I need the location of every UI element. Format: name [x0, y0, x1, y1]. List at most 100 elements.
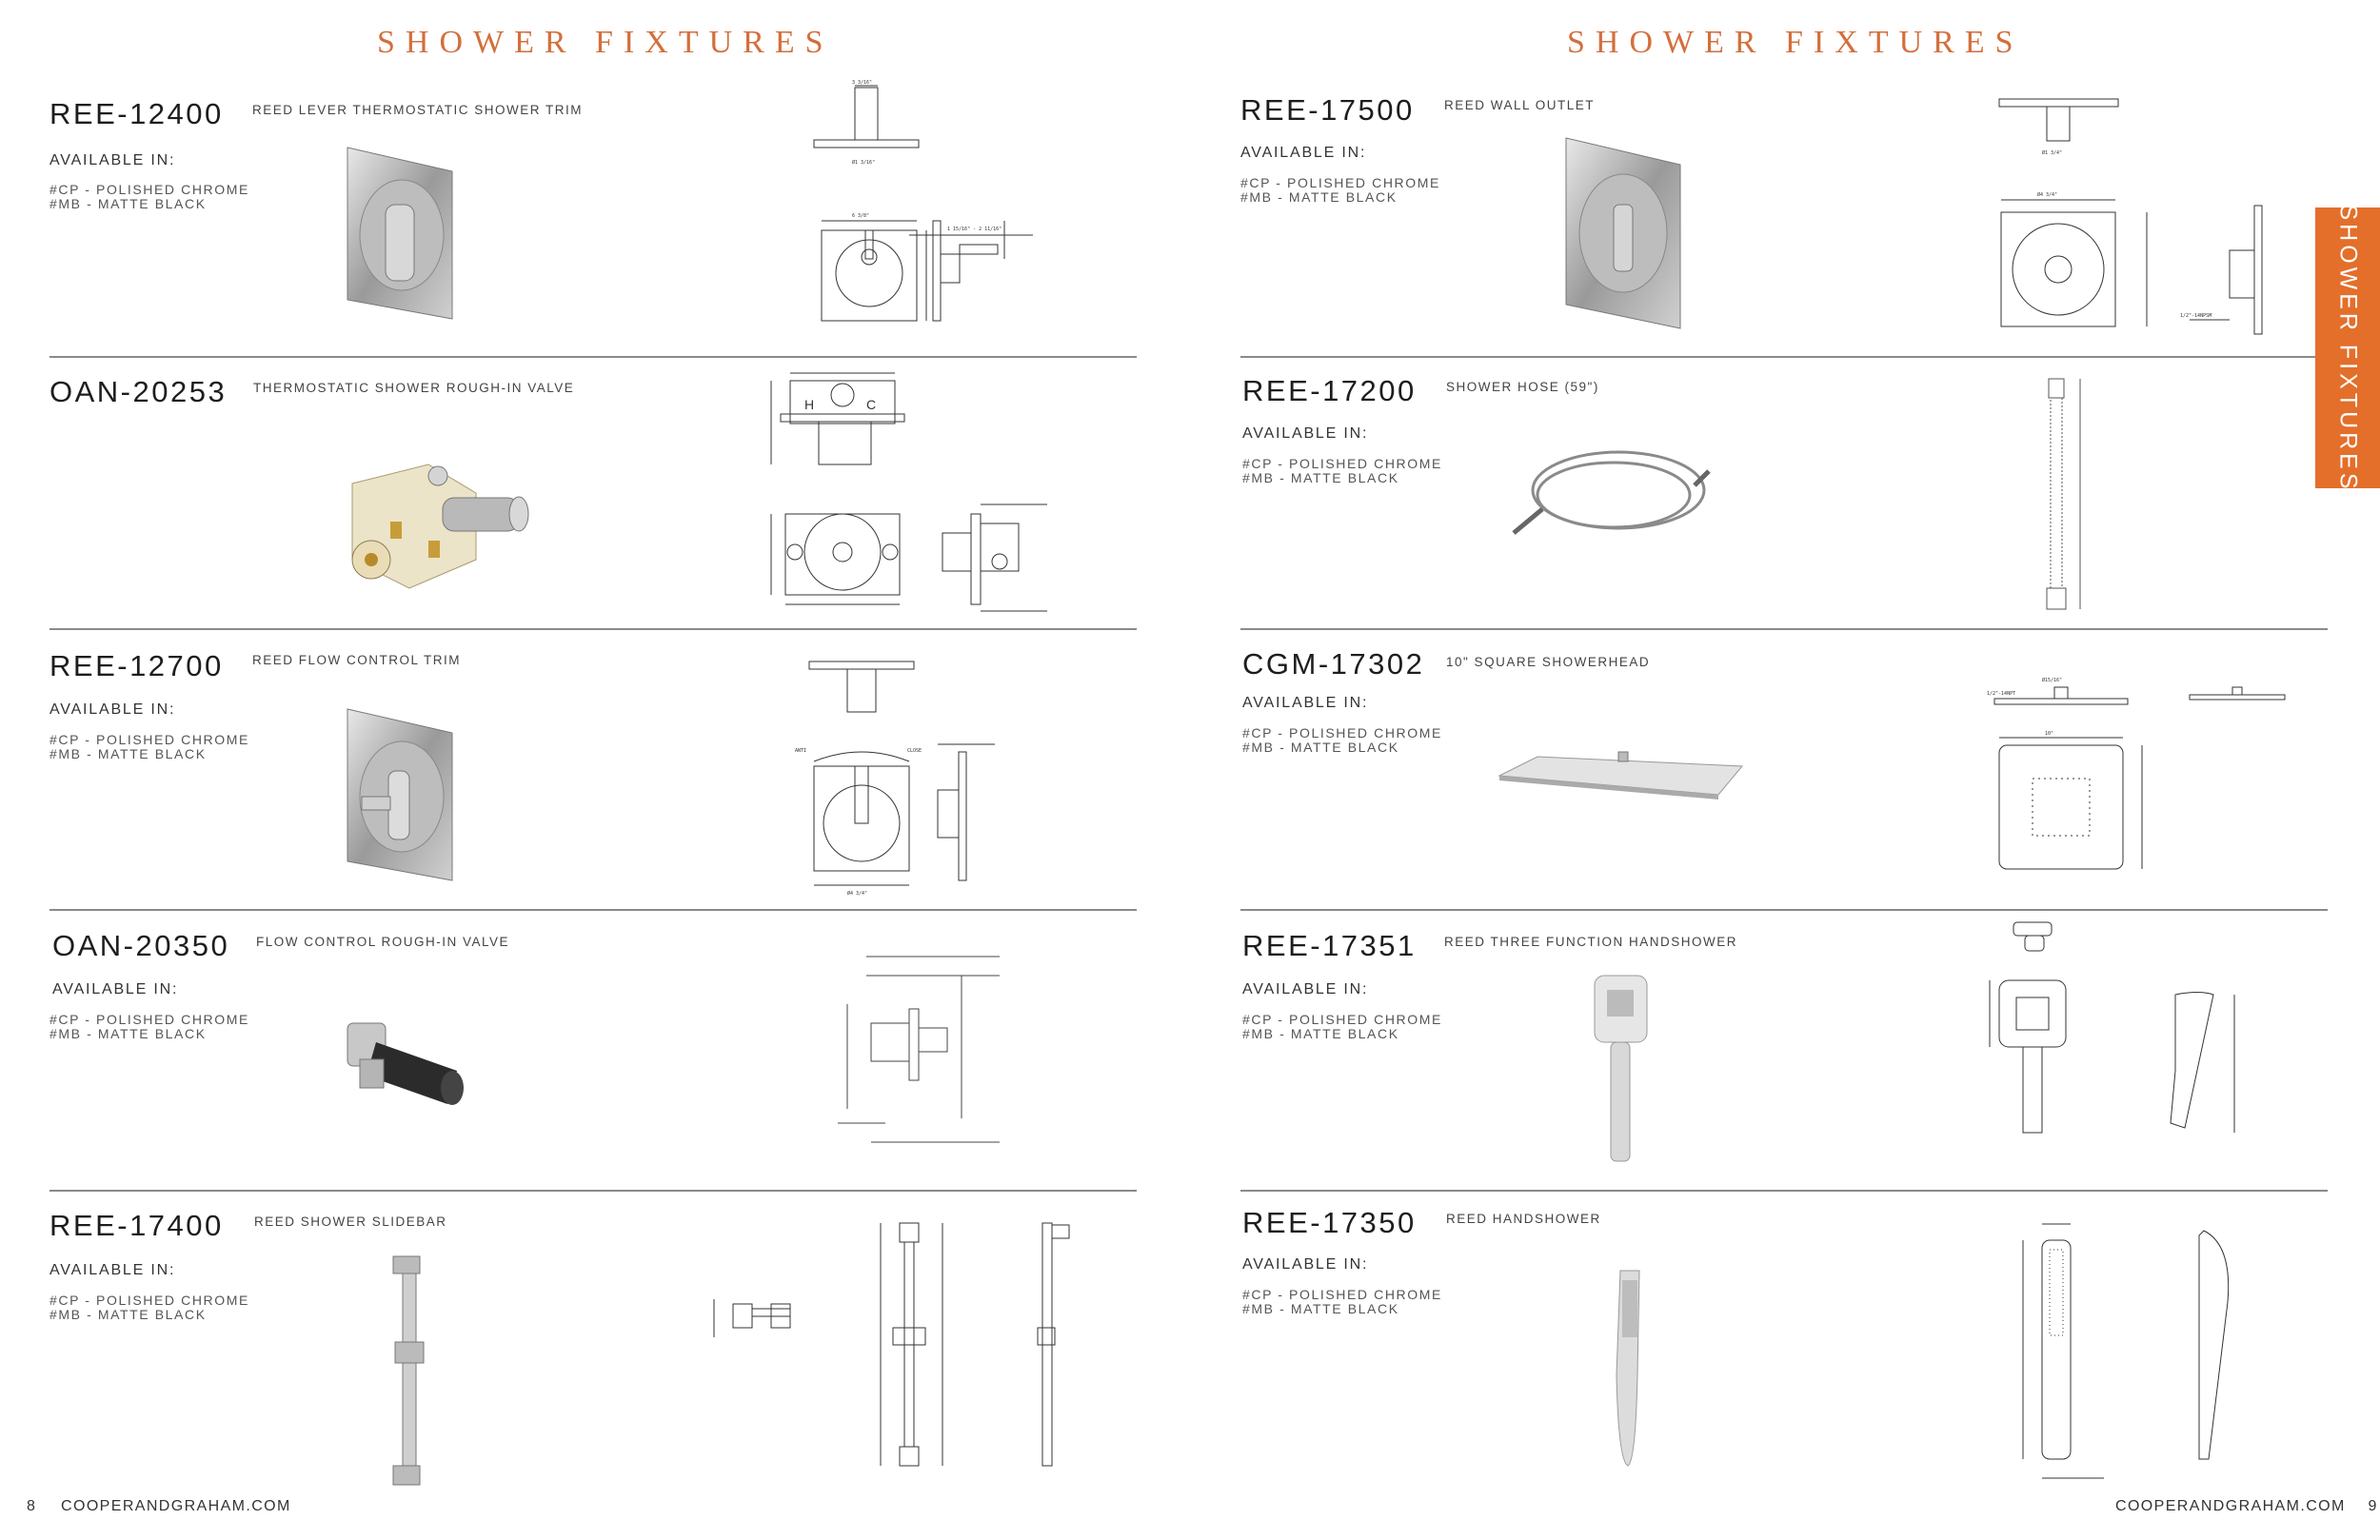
handshower-dimension-drawing — [1989, 921, 2235, 1134]
finish-item: #CP - POLISHED CHROME — [1240, 175, 1440, 190]
finish-item: #MB - MATTE BLACK — [1240, 189, 1398, 205]
shower-trim-render — [347, 147, 453, 320]
hose-dimension-drawing — [2046, 378, 2081, 610]
three-function-handshower-render — [1594, 975, 1648, 1162]
website-link[interactable]: COOPERANDGRAHAM.COM — [61, 1498, 291, 1514]
page-number: 8 — [27, 1498, 37, 1514]
finish-list: #CP - POLISHED CHROME #MB - MATTE BLACK — [50, 1293, 249, 1322]
product-name: REED HANDSHOWER — [1446, 1212, 1601, 1226]
divider — [50, 356, 1137, 358]
product-name: THERMOSTATIC SHOWER ROUGH-IN VALVE — [253, 381, 575, 395]
product-sku: CGM-17302 — [1242, 647, 1425, 681]
svg-text:1 15/16" - 2 11/16": 1 15/16" - 2 11/16" — [947, 227, 1002, 232]
left-footer: 8 COOPERANDGRAHAM.COM — [27, 1498, 291, 1515]
finish-item: #MB - MATTE BLACK — [50, 1026, 207, 1041]
product-name: REED SHOWER SLIDEBAR — [254, 1214, 447, 1229]
svg-text:Ø1 3/4": Ø1 3/4" — [2042, 149, 2062, 156]
finish-list: #CP - POLISHED CHROME #MB - MATTE BLACK — [1240, 176, 1440, 205]
svg-text:H: H — [804, 397, 814, 412]
section-side-tab[interactable]: SHOWER FIXTURES — [2315, 204, 2380, 492]
product-sku: REE-17351 — [1242, 929, 1417, 962]
finish-list: #CP - POLISHED CHROME #MB - MATTE BLACK — [1242, 1013, 1442, 1041]
finish-list: #CP - POLISHED CHROME #MB - MATTE BLACK — [50, 1013, 249, 1041]
finish-item: #CP - POLISHED CHROME — [50, 182, 249, 197]
left-page-title: SHOWER FIXTURES — [377, 25, 834, 60]
finish-item: #MB - MATTE BLACK — [50, 196, 207, 211]
divider — [1240, 628, 2328, 630]
svg-text:1/2"-14NPSM: 1/2"-14NPSM — [2180, 313, 2211, 319]
product-sku: REE-12700 — [50, 649, 224, 682]
page-number: 9 — [2368, 1498, 2378, 1514]
product-sku: REE-17200 — [1242, 374, 1417, 407]
shower-hose-render — [1512, 450, 1711, 535]
product-name: REED FLOW CONTROL TRIM — [252, 653, 462, 667]
finish-list: #CP - POLISHED CHROME #MB - MATTE BLACK — [1242, 726, 1442, 755]
right-page-title: SHOWER FIXTURES — [1567, 25, 2024, 60]
flow-valve-dimension-drawing — [838, 956, 1000, 1143]
available-label: AVAILABLE IN: — [1240, 145, 1367, 161]
divider — [1240, 909, 2328, 911]
finish-item: #MB - MATTE BLACK — [50, 746, 207, 761]
side-tab-label: SHOWER FIXTURES — [2334, 203, 2362, 493]
slim-handshower-dimension-drawing — [2022, 1223, 2230, 1479]
available-label: AVAILABLE IN: — [50, 701, 176, 718]
product-sku: REE-12400 — [50, 97, 224, 130]
finish-item: #CP - POLISHED CHROME — [1242, 725, 1442, 740]
divider — [1240, 1190, 2328, 1192]
wall-outlet-render — [1565, 137, 1681, 329]
finish-list: #CP - POLISHED CHROME #MB - MATTE BLACK — [50, 733, 249, 761]
svg-text:ANTI: ANTI — [795, 748, 806, 754]
right-footer: COOPERANDGRAHAM.COM 9 — [2115, 1498, 2378, 1515]
finish-item: #CP - POLISHED CHROME — [50, 1293, 249, 1308]
flow-trim-render — [347, 708, 453, 881]
finish-item: #MB - MATTE BLACK — [1242, 1026, 1399, 1041]
rough-in-valve-render — [351, 464, 529, 589]
available-label: AVAILABLE IN: — [50, 1262, 176, 1278]
trim-dimension-drawing: 3 3/16" Ø1 3/16" 6 3/8" 1 15/16" - 2 11/16… — [813, 80, 1033, 322]
flow-valve-render — [347, 1022, 464, 1105]
product-name: SHOWER HOSE (59") — [1446, 380, 1599, 394]
divider — [50, 909, 1137, 911]
svg-text:Ø4 3/4": Ø4 3/4" — [847, 890, 867, 897]
svg-text:1/2"-14NPT: 1/2"-14NPT — [1987, 691, 2015, 697]
available-label: AVAILABLE IN: — [1242, 425, 1369, 442]
svg-text:Ø15/16": Ø15/16" — [2042, 677, 2062, 683]
svg-text:6 3/8": 6 3/8" — [852, 213, 869, 219]
product-sku: REE-17400 — [50, 1209, 224, 1242]
wall-outlet-dimension-drawing: Ø1 3/4"Ø4 3/4"1/2"-14NPSM — [1998, 98, 2263, 335]
slidebar-dimension-drawing — [713, 1222, 1070, 1467]
svg-text:CLOSE: CLOSE — [907, 748, 922, 754]
handshower-render — [1616, 1270, 1640, 1467]
finish-item: #CP - POLISHED CHROME — [1242, 1012, 1442, 1027]
product-sku: REE-17500 — [1240, 93, 1415, 127]
showerhead-dimension-drawing: Ø15/16" 1/2"-14NPT 10" — [1987, 677, 2286, 870]
product-name: REED THREE FUNCTION HANDSHOWER — [1444, 935, 1738, 949]
finish-list: #CP - POLISHED CHROME #MB - MATTE BLACK — [50, 183, 249, 211]
finish-item: #CP - POLISHED CHROME — [1242, 456, 1442, 471]
product-name: FLOW CONTROL ROUGH-IN VALVE — [256, 935, 510, 949]
svg-text:3 3/16": 3 3/16" — [852, 80, 872, 86]
flow-trim-dimension-drawing: ANTI CLOSE Ø4 3/4" — [795, 661, 995, 897]
divider — [50, 628, 1137, 630]
finish-item: #MB - MATTE BLACK — [1242, 470, 1399, 485]
square-showerhead-render — [1497, 751, 1744, 800]
website-link[interactable]: COOPERANDGRAHAM.COM — [2115, 1498, 2346, 1514]
finish-item: #CP - POLISHED CHROME — [50, 732, 249, 747]
finish-list: #CP - POLISHED CHROME #MB - MATTE BLACK — [1242, 457, 1442, 485]
svg-text:10": 10" — [2045, 731, 2053, 737]
finish-item: #MB - MATTE BLACK — [1242, 1301, 1399, 1316]
finish-list: #CP - POLISHED CHROME #MB - MATTE BLACK — [1242, 1288, 1442, 1316]
slidebar-render — [392, 1255, 425, 1486]
finish-item: #MB - MATTE BLACK — [50, 1307, 207, 1322]
product-name: REED WALL OUTLET — [1444, 98, 1596, 112]
finish-item: #CP - POLISHED CHROME — [50, 1012, 249, 1027]
product-name: REED LEVER THERMOSTATIC SHOWER TRIM — [252, 103, 584, 117]
product-sku: OAN-20253 — [50, 375, 228, 408]
product-sku: OAN-20350 — [52, 929, 230, 962]
finish-item: #CP - POLISHED CHROME — [1242, 1287, 1442, 1302]
finish-item: #MB - MATTE BLACK — [1242, 740, 1399, 755]
available-label: AVAILABLE IN: — [52, 981, 179, 997]
svg-text:Ø1 3/16": Ø1 3/16" — [852, 159, 875, 166]
available-label: AVAILABLE IN: — [1242, 1256, 1369, 1273]
